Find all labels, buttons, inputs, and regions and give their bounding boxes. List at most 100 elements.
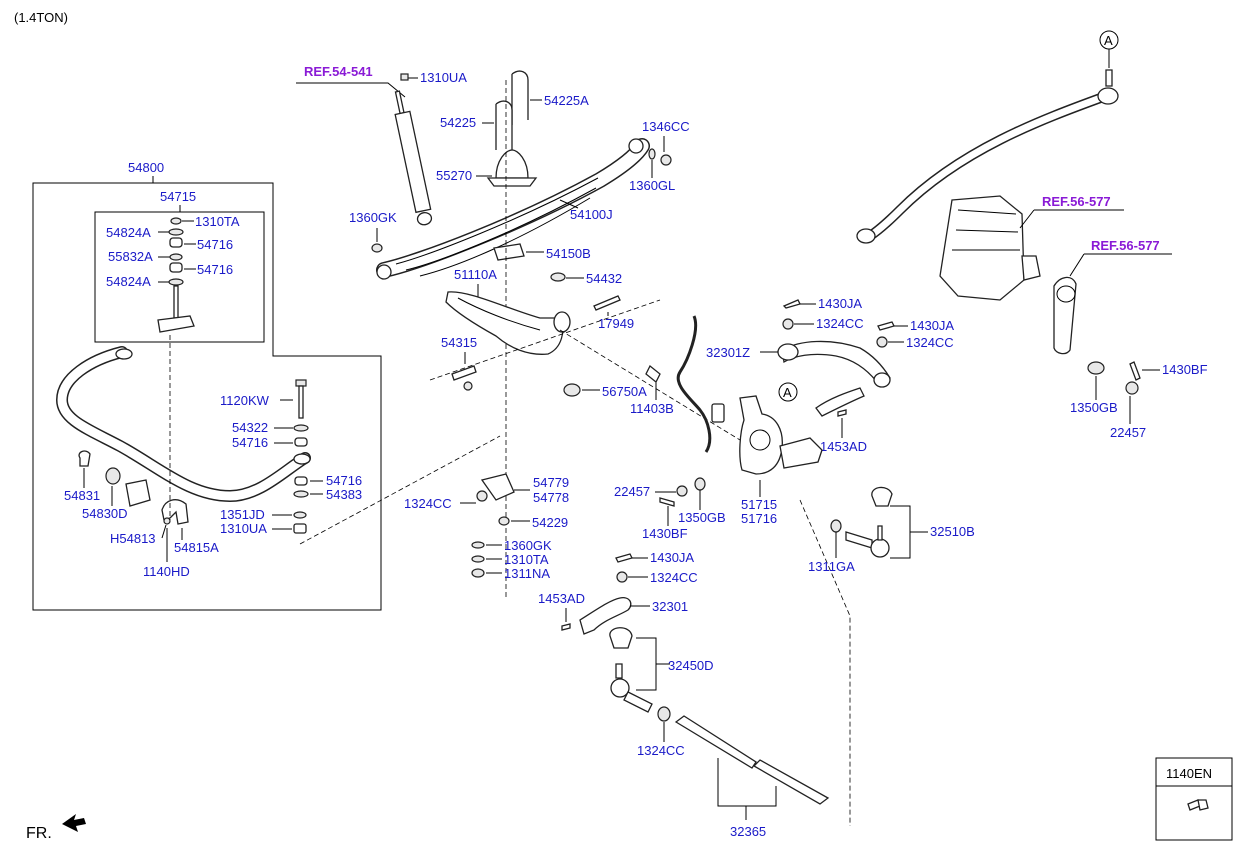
label-54225a[interactable]: 54225A	[544, 93, 589, 108]
label-54800[interactable]: 54800	[128, 160, 164, 175]
label-54150b[interactable]: 54150B	[546, 246, 591, 261]
label-1350gb-b[interactable]: 1350GB	[1070, 400, 1118, 415]
stud-32450d-icon	[623, 691, 653, 713]
label-54716-c[interactable]: 54716	[232, 435, 268, 450]
label-1310ua-a[interactable]: 1310UA	[220, 521, 267, 536]
label-22457-b[interactable]: 22457	[1110, 425, 1146, 440]
spacer-54229-icon	[498, 516, 510, 526]
label-54229[interactable]: 54229	[532, 515, 568, 530]
label-1310ta-b[interactable]: 1310TA	[504, 552, 549, 567]
label-1453ad-a[interactable]: 1453AD	[820, 439, 867, 454]
label-54778[interactable]: 54778	[533, 490, 569, 505]
label-h54813[interactable]: H54813	[110, 531, 156, 546]
nut-22457-a-icon	[676, 485, 688, 497]
label-1350gb-a[interactable]: 1350GB	[678, 510, 726, 525]
label-51715[interactable]: 51715	[741, 497, 777, 512]
label-1360gk-b[interactable]: 1360GK	[504, 538, 552, 553]
label-54715[interactable]: 54715	[160, 189, 196, 204]
label-54831[interactable]: 54831	[64, 488, 100, 503]
upper-arm-bushing-rear-icon	[873, 372, 891, 388]
label-1310ta-a[interactable]: 1310TA	[195, 214, 240, 229]
inset-1140en: 1140EN	[1155, 757, 1233, 841]
label-1324cc-b[interactable]: 1324CC	[816, 316, 864, 331]
label-32301z[interactable]: 32301Z	[706, 345, 750, 360]
label-1140hd[interactable]: 1140HD	[143, 564, 190, 579]
label-1310ua-b[interactable]: 1310UA	[420, 70, 467, 85]
marker-a-top: A	[1104, 33, 1113, 48]
ref-56-577-gear[interactable]: REF.56-577	[1042, 194, 1111, 209]
pin-1430ja-a-icon	[782, 299, 801, 309]
label-32365[interactable]: 32365	[730, 824, 766, 839]
label-54824a-b[interactable]: 54824A	[106, 274, 151, 289]
label-54815a[interactable]: 54815A	[174, 540, 219, 555]
shock-eye-icon	[416, 211, 433, 226]
leader-54100j	[559, 199, 579, 209]
spring-plate-icon	[493, 243, 525, 261]
label-32301[interactable]: 32301	[652, 599, 688, 614]
label-1453ad-b[interactable]: 1453AD	[538, 591, 585, 606]
label-1324cc-d[interactable]: 1324CC	[650, 570, 698, 585]
label-1311ga[interactable]: 1311GA	[808, 559, 855, 574]
knuckle-hub-icon	[749, 429, 771, 451]
washer-54824a-icon	[168, 228, 184, 236]
label-1324cc-a[interactable]: 1324CC	[404, 496, 452, 511]
label-1360gl[interactable]: 1360GL	[629, 178, 675, 193]
label-51110a[interactable]: 51110A	[454, 267, 497, 282]
label-1324cc-e[interactable]: 1324CC	[637, 743, 685, 758]
shock-body-icon	[394, 110, 432, 214]
leader-ref-arm	[1069, 253, 1172, 277]
label-54716-d[interactable]: 54716	[326, 473, 362, 488]
label-54432[interactable]: 54432	[586, 271, 622, 286]
label-54383[interactable]: 54383	[326, 487, 362, 502]
label-54716-a[interactable]: 54716	[197, 237, 233, 252]
bushing-54716-icon	[169, 237, 183, 248]
bar-eye-right-icon	[293, 453, 311, 465]
marker-a: A	[783, 385, 792, 400]
ref-54-541[interactable]: REF.54-541	[304, 64, 373, 79]
ref-56-577-arm[interactable]: REF.56-577	[1091, 238, 1160, 253]
label-54830d[interactable]: 54830D	[82, 506, 128, 521]
label-32510b[interactable]: 32510B	[930, 524, 975, 539]
ubolt-54225a-icon	[511, 70, 529, 125]
label-51716[interactable]: 51716	[741, 511, 777, 526]
lower-arm-icon	[445, 291, 564, 355]
shock-absorber	[394, 90, 433, 226]
ubolt-54225-icon	[495, 100, 513, 150]
label-22457-a[interactable]: 22457	[614, 484, 650, 499]
pin-1430ja-b-icon	[877, 321, 895, 331]
label-1430ja-a[interactable]: 1430JA	[818, 296, 862, 311]
label-1360gk-a[interactable]: 1360GK	[349, 210, 397, 225]
label-1351jd[interactable]: 1351JD	[220, 507, 265, 522]
label-32450d[interactable]: 32450D	[668, 658, 714, 673]
label-1430bf-b[interactable]: 1430BF	[1162, 362, 1208, 377]
label-54779[interactable]: 54779	[533, 475, 569, 490]
stabilizer-bar-fill	[57, 347, 310, 501]
label-54315[interactable]: 54315	[441, 335, 477, 350]
nut-1324cc-b-icon	[782, 318, 794, 330]
centerline-tie	[799, 499, 851, 826]
label-56750a[interactable]: 56750A	[602, 384, 647, 399]
label-1430ja-b[interactable]: 1430JA	[910, 318, 954, 333]
label-55270[interactable]: 55270	[436, 168, 472, 183]
inset-part-label[interactable]: 1140EN	[1166, 766, 1212, 781]
label-54716-b[interactable]: 54716	[197, 262, 233, 277]
label-11403b[interactable]: 11403B	[630, 401, 674, 416]
label-54824a-a[interactable]: 54824A	[106, 225, 151, 240]
label-55832a[interactable]: 55832A	[108, 249, 153, 264]
label-17949[interactable]: 17949	[598, 316, 634, 331]
label-1324cc-c[interactable]: 1324CC	[906, 335, 954, 350]
spring-eye-front-icon	[376, 264, 392, 280]
label-1346cc[interactable]: 1346CC	[642, 119, 690, 134]
label-1430ja-c[interactable]: 1430JA	[650, 550, 694, 565]
nut-1324cc-d-icon	[616, 571, 628, 583]
steering-gear-icon	[939, 195, 1025, 301]
label-54322[interactable]: 54322	[232, 420, 268, 435]
pitman-arm-hole	[1056, 285, 1076, 303]
knuckle-icon	[739, 395, 783, 475]
tie-tube-b-icon	[752, 759, 830, 805]
label-54225[interactable]: 54225	[440, 115, 476, 130]
label-1120kw[interactable]: 1120KW	[220, 393, 270, 408]
label-1311na[interactable]: 1311NA	[504, 566, 550, 581]
label-1430bf-a[interactable]: 1430BF	[642, 526, 688, 541]
label-54100j[interactable]: 54100J	[570, 207, 613, 222]
